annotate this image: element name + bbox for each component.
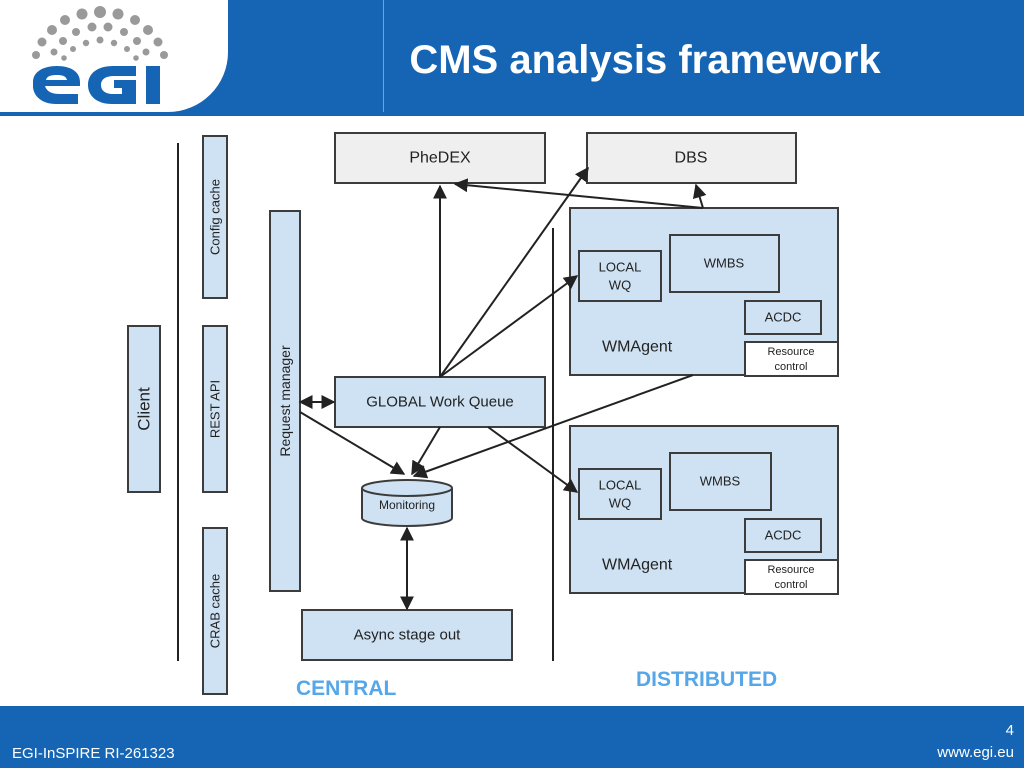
arrow-wmagent-dbs [692,183,707,209]
resource-control-label: control [774,361,807,373]
acdc-label: ACDC [765,310,802,325]
wmagent-label: WMAgent [602,339,673,356]
client-label: Client [135,387,154,431]
local-wq-label: LOCAL [599,260,642,275]
rest-api-box: REST API [202,325,228,493]
footer-band [0,706,1024,768]
arrow-gwq-dbs [439,166,589,378]
config-cache-label: Config cache [208,179,223,255]
global-work-queue-box: GLOBAL Work Queue [334,376,546,428]
footer-url: www.egi.eu [937,744,1014,761]
resource-control-label: Resource [767,564,814,576]
async-stage-out-box: Async stage out [301,609,513,661]
resource-control-label: control [774,579,807,591]
wmagent-box: LOCAL WQ WMBS ACDC Resource control WMAg… [569,425,839,595]
phedex-label: PheDEX [409,150,471,167]
local-wq-label: WQ [609,496,631,511]
crab-cache-label: CRAB cache [208,574,223,648]
distributed-label: DISTRIBUTED [636,668,778,691]
wmagent-label: WMAgent [602,557,673,574]
arrow-gwq-monitoring [411,426,441,476]
local-wq-label: LOCAL [599,478,642,493]
acdc-label: ACDC [765,528,802,543]
crab-cache-box: CRAB cache [202,527,228,695]
architecture-diagram: Client Config cache REST API CRAB cache … [127,132,839,695]
arrow-reqmgr-monitoring [299,411,406,475]
async-stage-out-label: Async stage out [354,627,462,644]
wmagent-box: LOCAL WQ WMBS ACDC Resource control WMAg… [569,207,839,377]
egi-logo [32,6,168,104]
central-label: CENTRAL [296,677,397,700]
monitoring-db: Monitoring [361,479,453,527]
page-number: 4 [1005,722,1014,739]
arrow-wmagent-monitoring [412,374,694,479]
arrow-gwq-localwq2 [487,426,579,493]
monitoring-label: Monitoring [379,498,435,512]
dbs-label: DBS [675,150,708,167]
page-title: CMS analysis framework [409,38,881,82]
header-line [0,112,1024,116]
phedex-box: PheDEX [334,132,546,184]
local-wq-label: WQ [609,278,631,293]
resource-control-label: Resource [767,346,814,358]
rest-api-label: REST API [208,380,223,438]
footer-project-id: EGI-InSPIRE RI-261323 [12,745,175,762]
config-cache-box: Config cache [202,135,228,299]
wmbs-label: WMBS [704,256,745,271]
title-divider [383,0,384,112]
wmbs-label: WMBS [700,474,741,489]
arrow-wmagent-phedex [453,178,704,209]
arrow-gwq-localwq1 [439,275,579,378]
global-work-queue-label: GLOBAL Work Queue [366,394,514,411]
request-manager-label: Request manager [277,345,293,457]
dbs-box: DBS [586,132,797,184]
client-box: Client [127,325,161,493]
request-manager-box: Request manager [269,210,301,592]
